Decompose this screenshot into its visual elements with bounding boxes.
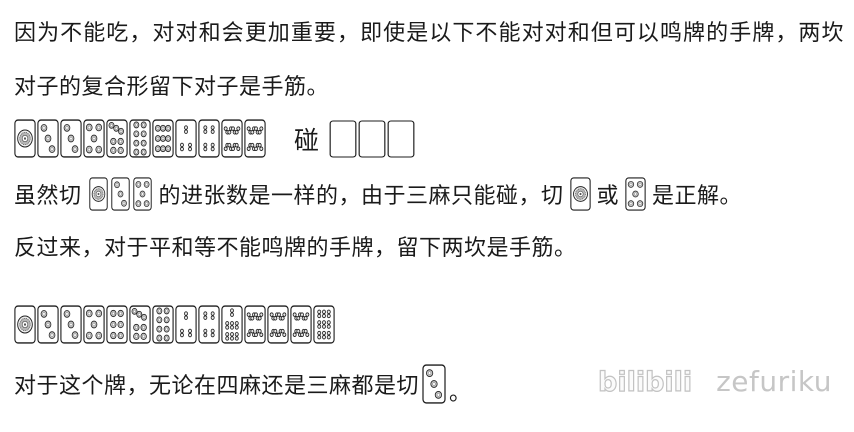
mahjong-tile-8s bbox=[244, 305, 266, 344]
sentence-2-or: 或 bbox=[596, 183, 620, 208]
hand-1-row: 碰 bbox=[14, 119, 415, 158]
mahjong-tile-blank bbox=[358, 120, 386, 157]
sentence-4-prefix: 对于这个牌，无论在四麻还是三麻都是切 bbox=[14, 373, 420, 398]
mahjong-tile-5p bbox=[83, 305, 105, 344]
sentence-2-prefix: 虽然切 bbox=[14, 183, 82, 208]
sentence-2-suffix: 是正解。 bbox=[652, 183, 743, 208]
sentence-2: 虽然切 的进张数是一样的，由于三麻只能碰，切 或 是正解。 bbox=[14, 173, 742, 215]
mahjong-tile-8s bbox=[221, 119, 243, 158]
mahjong-tile-9p bbox=[152, 119, 174, 158]
mahjong-tile-3p bbox=[422, 364, 446, 404]
mahjong-tile-blank bbox=[387, 120, 415, 157]
sentence-2-tile-b bbox=[569, 177, 591, 211]
mahjong-tile-8p bbox=[152, 305, 174, 344]
mahjong-tile-3s bbox=[175, 119, 197, 158]
pon-blank-tiles bbox=[329, 120, 415, 158]
mahjong-tile-7s bbox=[221, 305, 243, 344]
pon-label: 碰 bbox=[294, 127, 320, 155]
mahjong-tile-8s bbox=[290, 305, 312, 344]
mahjong-tile-8s bbox=[244, 119, 266, 158]
mahjong-tile-4s bbox=[198, 119, 220, 158]
mahjong-tile-1p bbox=[14, 305, 36, 344]
mahjong-tile-5p bbox=[625, 177, 646, 211]
sentence-4: 对于这个牌，无论在四麻还是三麻都是切 。 bbox=[14, 362, 472, 406]
svg-text:bilibili: bilibili bbox=[598, 367, 692, 398]
mahjong-tile-3p bbox=[37, 119, 59, 158]
mahjong-tile-8s bbox=[267, 305, 289, 344]
mahjong-tile-7p bbox=[129, 305, 151, 344]
mahjong-tile-8p bbox=[129, 119, 151, 158]
hand-2-tiles bbox=[14, 305, 335, 344]
mahjong-tile-3s bbox=[175, 305, 197, 344]
sentence-2-tile-group bbox=[88, 177, 153, 211]
mahjong-tile-1p bbox=[14, 119, 36, 158]
mahjong-tile-3p bbox=[37, 305, 59, 344]
mahjong-tile-1p bbox=[88, 177, 108, 211]
mahjong-tile-3p bbox=[110, 177, 130, 211]
mahjong-tile-6p bbox=[106, 305, 128, 344]
mahjong-tile-5p bbox=[83, 119, 105, 158]
sentence-2-middle: 的进张数是一样的，由于三麻只能碰，切 bbox=[158, 183, 564, 208]
hand-1-tiles bbox=[14, 119, 266, 158]
mahjong-tile-1p bbox=[569, 177, 591, 211]
paragraph-3: 反过来，对于平和等不能鸣牌的手牌，留下两坎是手筋。 bbox=[14, 235, 577, 260]
mahjong-tile-7p bbox=[106, 119, 128, 158]
bilibili-logo-icon: bilibili bbox=[598, 366, 693, 398]
sentence-4-suffix: 。 bbox=[449, 380, 472, 405]
watermark-name: zefuriku bbox=[716, 364, 832, 398]
mahjong-tile-4s bbox=[198, 305, 220, 344]
mahjong-tile-5p bbox=[132, 177, 152, 211]
mahjong-tile-3p bbox=[60, 305, 82, 344]
sentence-2-tile-c bbox=[625, 177, 646, 211]
sentence-4-tile bbox=[422, 364, 446, 404]
hand-2-row bbox=[14, 305, 335, 344]
watermark: bilibili zefuriku bbox=[598, 364, 832, 399]
mahjong-tile-3p bbox=[60, 119, 82, 158]
mahjong-tile-blank bbox=[329, 120, 357, 157]
paragraph-1: 因为不能吃，对对和会更加重要，即使是以下不能对对和但可以鸣牌的手牌，两坎对子的复… bbox=[14, 20, 844, 99]
mahjong-tile-9s bbox=[313, 305, 335, 344]
